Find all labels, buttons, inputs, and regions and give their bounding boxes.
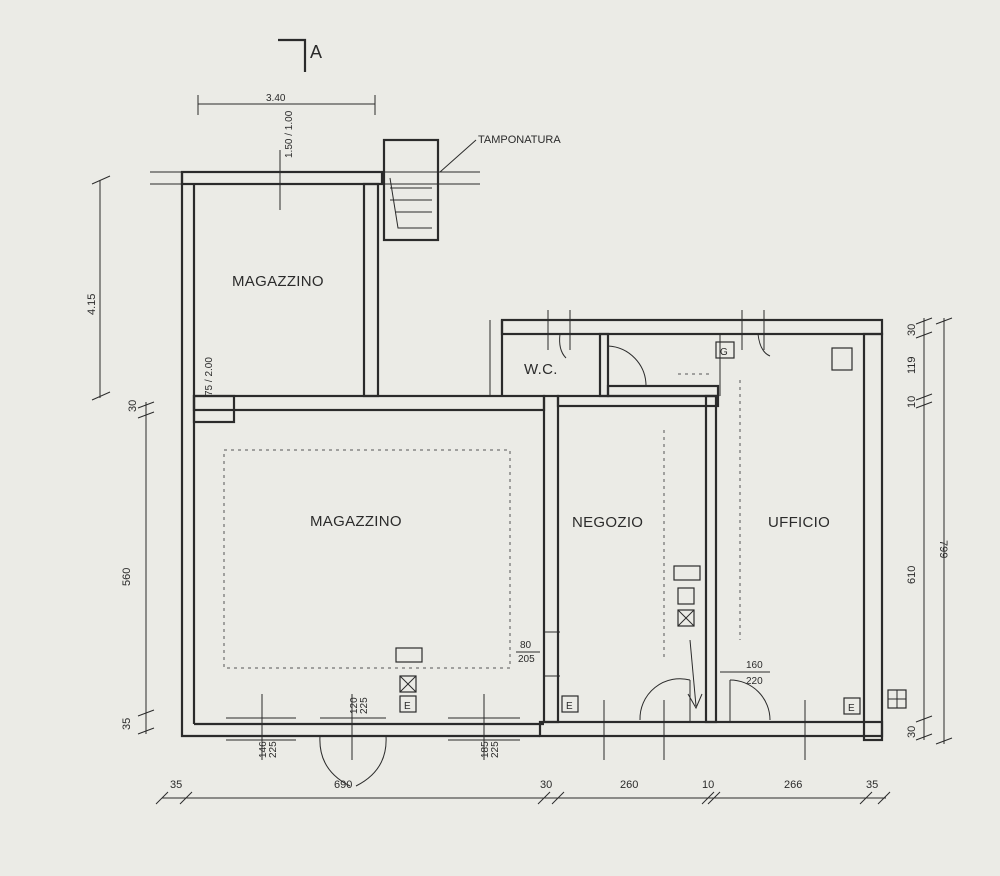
dimension-window-146: 146 — [258, 741, 269, 758]
dimension-right-119: 119 — [906, 356, 918, 374]
dimension-bottom-30: 30 — [540, 779, 552, 791]
dimension-bottom-10: 10 — [702, 779, 714, 791]
dimension-right-30-bottom: 30 — [906, 726, 918, 738]
dimension-bottom-690: 690 — [334, 779, 352, 791]
boiler-icon — [831, 347, 853, 371]
dimension-window-225a: 225 — [268, 741, 279, 758]
dimension-door-225: 225 — [359, 697, 370, 714]
socket-icon — [673, 565, 701, 581]
dimension-door-small: 75 / 2.00 — [204, 357, 215, 396]
plug-label-ufficio: E — [848, 703, 855, 714]
equipment-symbols: E E E G — [395, 341, 907, 715]
dimension-top-window: 1.50 / 1.00 — [284, 110, 295, 158]
dimension-window-225b: 225 — [490, 741, 501, 758]
dimension-left: 4.15 75 / 2.00 30 560 35 — [86, 175, 215, 735]
dimension-left-upper: 4.15 — [86, 294, 98, 315]
plug-label-negozio: E — [566, 701, 573, 712]
dimension-right-10: 10 — [906, 396, 918, 408]
dimension-window-185: 185 — [480, 741, 491, 758]
dimension-left-35: 35 — [121, 718, 133, 730]
dimension-door-120: 120 — [349, 697, 360, 714]
opening-dimensions: 80 205 160 220 146 225 120 225 185 225 — [258, 640, 770, 758]
dimension-bottom-266: 266 — [784, 779, 802, 791]
room-label-magazzino-upper: MAGAZZINO — [232, 273, 324, 290]
dimension-top-width: 3.40 — [197, 93, 376, 115]
socket-icon — [395, 647, 423, 663]
room-label-magazzino-main: MAGAZZINO — [310, 513, 402, 530]
box-icon — [677, 587, 695, 605]
dimension-left-560: 560 — [121, 568, 133, 586]
dimension-door-80: 80 — [520, 640, 532, 651]
dimension-door-160: 160 — [746, 660, 763, 671]
room-label-ufficio: UFFICIO — [768, 514, 830, 531]
circulation-arrows — [223, 373, 741, 710]
bottom-openings — [226, 310, 850, 787]
dimension-right: 30 119 10 610 799 30 — [906, 317, 953, 745]
walls — [150, 138, 884, 742]
plug-icon — [561, 695, 579, 713]
tamponatura-leader — [439, 139, 477, 173]
cross-box-icon — [399, 675, 417, 693]
dimension-door-220: 220 — [746, 676, 763, 687]
plug-icon — [843, 697, 861, 715]
dimension-top-width-label: 3.40 — [266, 93, 286, 104]
plug-icon — [399, 695, 417, 713]
gas-label: G — [720, 347, 728, 358]
tamponatura-label: TAMPONATURA — [478, 134, 561, 146]
dimension-right-30-top: 30 — [906, 324, 918, 336]
section-marker-label: A — [310, 42, 322, 62]
plug-label-magazzino: E — [404, 701, 411, 712]
dimension-left-30: 30 — [127, 400, 139, 412]
room-label-wc: W.C. — [524, 361, 558, 378]
dimension-right-799: 799 — [937, 540, 949, 558]
section-marker: A — [278, 38, 322, 72]
dimension-bottom-35b: 35 — [866, 779, 878, 791]
dimension-door-205: 205 — [518, 654, 535, 665]
dimension-bottom: 35 690 30 260 10 266 35 — [155, 779, 891, 805]
dimension-right-610: 610 — [906, 566, 918, 584]
cross-box-icon — [677, 609, 695, 627]
dimension-bottom-260: 260 — [620, 779, 638, 791]
dimension-bottom-35a: 35 — [170, 779, 182, 791]
room-label-negozio: NEGOZIO — [572, 514, 643, 531]
gas-icon — [715, 341, 735, 359]
